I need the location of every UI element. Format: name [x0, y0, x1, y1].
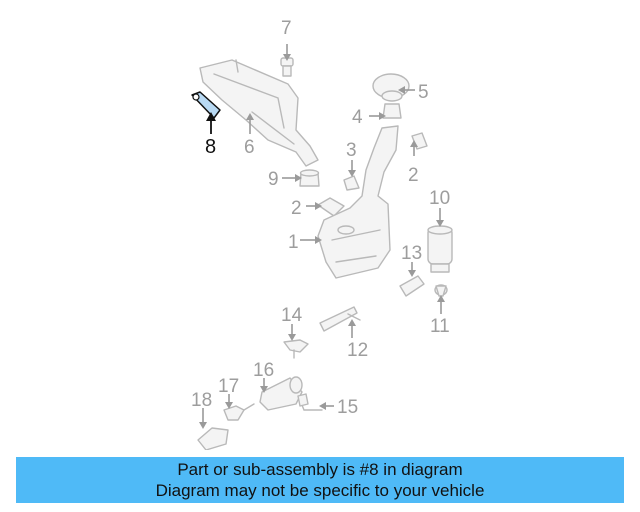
part-7-bolt[interactable] [280, 57, 294, 77]
callout-15: 15 [337, 397, 358, 418]
part-9-grommet[interactable] [299, 169, 320, 187]
callout-10: 10 [429, 188, 450, 209]
callout-4: 4 [352, 107, 363, 128]
part-15-hose[interactable] [297, 393, 323, 411]
callout-8-highlighted: 8 [205, 136, 216, 158]
part-16-motor[interactable] [259, 376, 303, 411]
part-3-clip[interactable] [343, 175, 360, 191]
part-1-reservoir[interactable] [317, 125, 399, 279]
callout-1: 1 [288, 232, 299, 253]
part-10-pump[interactable] [427, 225, 453, 273]
part-6-bracket[interactable] [199, 59, 319, 167]
callout-11: 11 [430, 316, 450, 337]
callout-12: 12 [347, 340, 368, 361]
callout-16: 16 [253, 360, 274, 381]
leader-lines [199, 44, 445, 429]
callout-7: 7 [281, 18, 292, 39]
callout-18: 18 [191, 390, 212, 411]
banner-line-part: Part or sub-assembly is #8 in diagram [177, 460, 463, 479]
part-14-fitting[interactable] [283, 339, 309, 359]
part-5-cap[interactable] [372, 73, 410, 102]
part-18-cover[interactable] [197, 427, 229, 450]
part-2-clip-lower[interactable] [317, 197, 345, 217]
part-17-nozzle[interactable] [223, 403, 255, 421]
leader-8 [206, 112, 216, 134]
banner-line-disclaimer: Diagram may not be specific to your vehi… [155, 481, 485, 500]
callout-13: 13 [401, 243, 422, 264]
part-12-tube[interactable] [319, 306, 361, 332]
callout-14: 14 [281, 305, 303, 326]
part-4-seal[interactable] [382, 103, 402, 119]
callout-5: 5 [418, 82, 429, 103]
parts-diagram: 7 5 4 6 3 2 9 2 10 1 13 14 11 12 16 17 1… [191, 18, 453, 450]
part-11-grommet[interactable] [434, 284, 448, 297]
info-banner: Part or sub-assembly is #8 in diagram Di… [16, 457, 624, 503]
part-8-highlighted-bracket[interactable] [191, 91, 221, 119]
callout-6: 6 [244, 137, 255, 158]
callout-17: 17 [218, 376, 239, 397]
callout-3: 3 [346, 140, 357, 161]
part-13-connector[interactable] [399, 275, 425, 297]
callout-9: 9 [268, 169, 279, 190]
callout-2-upper: 2 [408, 165, 419, 186]
callout-2-lower: 2 [291, 198, 302, 219]
